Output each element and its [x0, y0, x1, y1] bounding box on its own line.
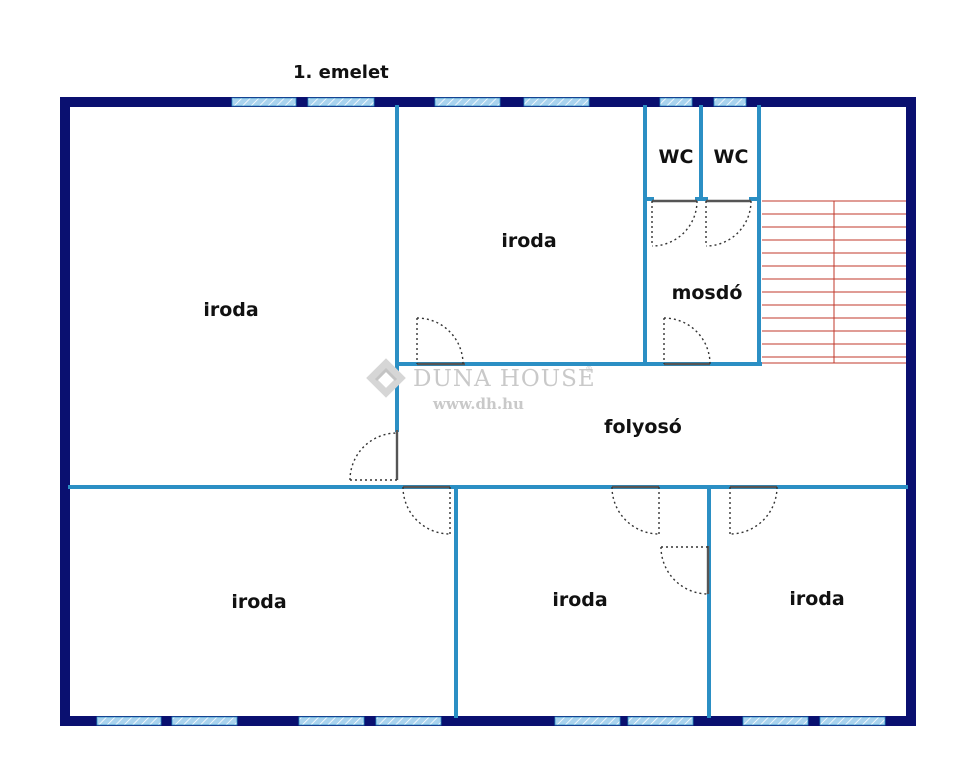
door-swing [402, 486, 451, 535]
door-swing [651, 200, 698, 247]
window [627, 716, 694, 726]
watermark-registered-mark: ® [585, 365, 593, 374]
door-swing [663, 317, 711, 365]
window [96, 716, 162, 726]
door-swings [349, 200, 778, 595]
door-swing [611, 486, 660, 535]
window [554, 716, 621, 726]
door-swing [416, 317, 464, 365]
door-swing [729, 486, 778, 535]
window [523, 97, 590, 107]
window [742, 716, 809, 726]
watermark-brand: DUNA HOUSE [413, 366, 596, 392]
room-label-corridor: folyosó [604, 416, 682, 438]
watermark-url: www.dh.hu [432, 395, 524, 413]
room-label-office-bottom-middle: iroda [552, 589, 607, 611]
door-leaves [395, 199, 777, 594]
staircase [762, 200, 906, 364]
floor-title: 1. emelet [293, 62, 389, 83]
window [659, 97, 693, 107]
room-label-office-bottom-left: iroda [231, 591, 286, 613]
window [231, 97, 297, 107]
watermark: DUNA HOUSE ® www.dh.hu [366, 358, 596, 413]
window [713, 97, 747, 107]
window [171, 716, 238, 726]
windows-top [231, 97, 747, 107]
window [298, 716, 365, 726]
window [375, 716, 442, 726]
window [819, 716, 886, 726]
window [434, 97, 501, 107]
room-label-office-bottom-right: iroda [789, 588, 844, 610]
windows-bottom [96, 716, 886, 726]
door-swing [705, 200, 752, 247]
room-label-wc-2: WC [714, 146, 749, 168]
room-label-office-large-left: iroda [203, 299, 258, 321]
room-labels: iroda iroda WC WC mosdó folyosó iroda ir… [203, 146, 844, 613]
window [307, 97, 375, 107]
room-label-office-top-middle: iroda [501, 230, 556, 252]
room-label-washroom: mosdó [672, 282, 743, 304]
door-swing [349, 432, 398, 481]
room-label-wc-1: WC [659, 146, 694, 168]
door-swing [660, 546, 709, 595]
